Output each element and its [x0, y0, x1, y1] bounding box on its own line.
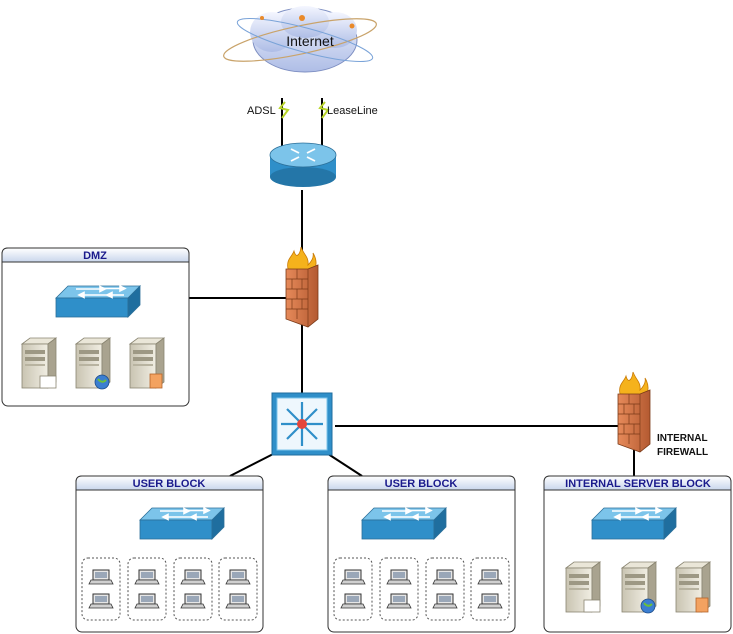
firewall-icon [617, 371, 651, 453]
laptop-icon [180, 593, 206, 609]
dmz-server-3 [129, 337, 165, 389]
internal-server-3 [675, 561, 711, 613]
dmz-firewall [285, 246, 319, 328]
user-block-2: USER BLOCK [327, 475, 516, 633]
router-icon [269, 142, 337, 187]
laptop-icon [134, 569, 160, 585]
laptop-icon [386, 593, 412, 609]
adsl-lightning-icon [278, 101, 290, 119]
laptop-group [127, 557, 167, 621]
user-block-1: USER BLOCK [75, 475, 264, 633]
leaseline-lightning-icon [318, 101, 330, 119]
internal-firewall-label-line2: FIREWALL [657, 447, 708, 458]
laptop-icon [134, 593, 160, 609]
cloud-icon [223, 6, 377, 73]
laptop-group [379, 557, 419, 621]
leaseline-label: LeaseLine [327, 105, 378, 117]
laptop-group [81, 557, 121, 621]
switch-icon [139, 507, 225, 540]
laptop-icon [386, 569, 412, 585]
laptop-group [173, 557, 213, 621]
user-block-2-title: USER BLOCK [385, 478, 458, 490]
user-block-1-title: USER BLOCK [133, 478, 206, 490]
mail-icon [695, 597, 709, 613]
laptop-icon [477, 569, 503, 585]
laptop-group [218, 557, 258, 621]
layer3-switch-icon [271, 392, 333, 456]
dmz-switch [55, 285, 141, 318]
dmz-title: DMZ [83, 250, 107, 262]
dmz-server-1 [21, 337, 57, 389]
laptop-icon [340, 593, 366, 609]
laptop-icon [88, 593, 114, 609]
laptop-icon [180, 569, 206, 585]
dmz-block: DMZ [1, 247, 190, 407]
laptop-icon [88, 569, 114, 585]
user-block-2-laptop-groups [333, 557, 510, 621]
switch-icon [361, 507, 447, 540]
internal-server-block-switch [591, 507, 677, 540]
laptop-group [425, 557, 465, 621]
core-switch [271, 392, 333, 456]
laptop-group [333, 557, 373, 621]
laptop-icon [225, 593, 251, 609]
internal-server-block: INTERNAL SERVER BLOCK [543, 475, 732, 633]
switch-icon [55, 285, 141, 318]
laptop-icon [432, 569, 458, 585]
internet-cloud: Internet [223, 6, 377, 73]
adsl-label: ADSL [247, 105, 276, 117]
dmz-server-2 [75, 337, 111, 390]
connection-lines [135, 98, 635, 478]
internal-server-2 [621, 561, 657, 614]
laptop-icon [477, 593, 503, 609]
user-block-2-switch [361, 507, 447, 540]
user-block-1-switch [139, 507, 225, 540]
mail-icon [149, 373, 163, 389]
laptop-icon [225, 569, 251, 585]
laptop-icon [340, 569, 366, 585]
internal-server-block-title: INTERNAL SERVER BLOCK [565, 478, 711, 490]
laptop-icon [432, 593, 458, 609]
internal-server-1 [565, 561, 601, 613]
internet-label: Internet [286, 33, 334, 49]
internal-firewall [617, 371, 651, 453]
internal-firewall-label-line1: INTERNAL [657, 433, 708, 444]
firewall-icon [285, 246, 319, 328]
laptop-group [470, 557, 510, 621]
switch-icon [591, 507, 677, 540]
user-block-1-laptop-groups [81, 557, 258, 621]
router [269, 142, 337, 187]
